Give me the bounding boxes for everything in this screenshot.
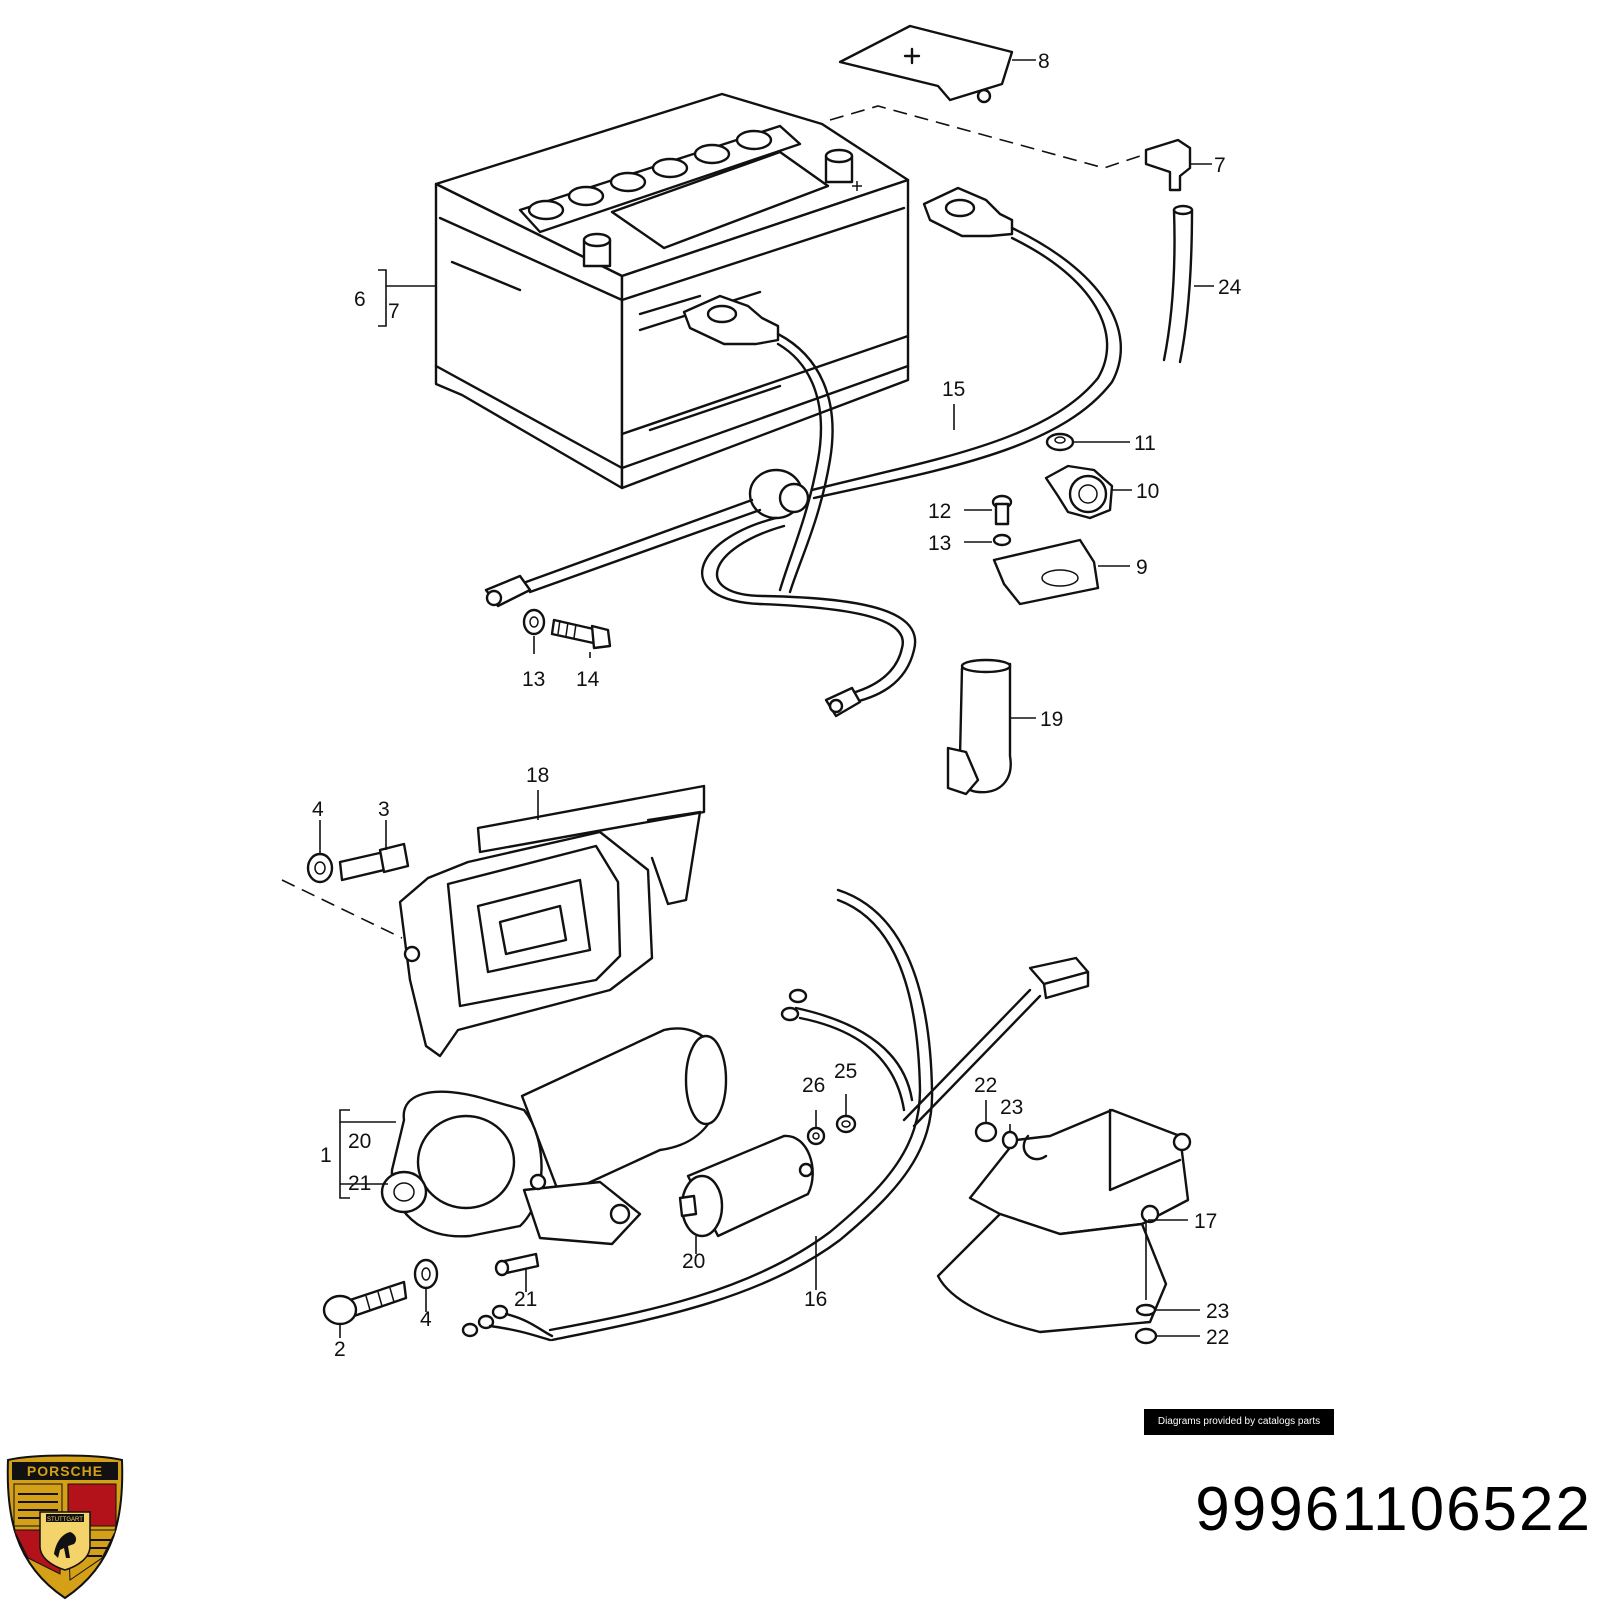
washer-lower xyxy=(413,1258,439,1290)
small-nut-25 xyxy=(835,1114,857,1134)
cable-grommet xyxy=(748,468,810,520)
small-nut-22-lower xyxy=(1134,1327,1158,1345)
small-washer-23-lower xyxy=(1135,1303,1157,1317)
callout-3: 3 xyxy=(378,798,390,821)
battery-terminal-positive xyxy=(824,148,862,191)
callout-24: 24 xyxy=(1218,276,1242,299)
callout-10: 10 xyxy=(1136,480,1159,503)
ring-terminals-lower xyxy=(461,1304,509,1338)
callout-2: 2 xyxy=(334,1338,346,1361)
heat-shield xyxy=(398,784,706,1058)
solenoid xyxy=(678,1134,814,1238)
callout-23: 23 xyxy=(1000,1096,1023,1119)
callout-19: 19 xyxy=(1040,708,1063,731)
part-number: 99961106522 xyxy=(1195,1475,1592,1544)
callout-20: 20 xyxy=(348,1130,371,1153)
harness-plug xyxy=(1028,956,1090,1000)
callout-22: 22 xyxy=(974,1074,997,1097)
bolt xyxy=(550,618,612,650)
callouts: 8 7 24 6 7 15 11 10 12 13 9 13 14 19 18 … xyxy=(312,50,1242,1361)
callout-13: 13 xyxy=(928,532,951,555)
positive-clamp xyxy=(922,186,1014,238)
washer-top xyxy=(306,852,334,884)
small-washer-26 xyxy=(806,1126,826,1146)
terminal-clamp xyxy=(1044,464,1114,520)
porsche-crest-logo: PORSCHE STUTTGART xyxy=(6,1454,124,1600)
bolt-top xyxy=(338,842,410,882)
callout-7-battery: 7 xyxy=(388,300,400,323)
callout-13-lower: 13 xyxy=(522,668,545,691)
ring-terminals-upper xyxy=(780,988,808,1022)
svg-text:PORSCHE: PORSCHE xyxy=(27,1463,103,1479)
callout-17: 17 xyxy=(1194,1210,1217,1233)
battery xyxy=(434,92,910,490)
callout-7: 7 xyxy=(1214,154,1226,177)
small-nut-22-upper xyxy=(974,1121,998,1143)
callout-25: 25 xyxy=(834,1060,857,1083)
long-bolt xyxy=(322,1280,408,1326)
callout-22-lower: 22 xyxy=(1206,1326,1229,1349)
callout-23-lower: 23 xyxy=(1206,1300,1229,1323)
washer xyxy=(522,608,546,636)
vent-elbow xyxy=(1144,138,1192,192)
starter-cover xyxy=(936,1108,1192,1334)
cell-caps xyxy=(527,129,773,221)
small-washer xyxy=(992,533,1012,547)
callout-26: 26 xyxy=(802,1074,825,1097)
callout-4-lower: 4 xyxy=(420,1308,432,1331)
callout-18: 18 xyxy=(526,764,549,787)
leader-lines xyxy=(319,59,1214,1338)
terminal-cover xyxy=(838,24,1014,104)
protective-sleeve xyxy=(946,658,1012,796)
callout-21-screw: 21 xyxy=(514,1288,537,1311)
starter-motor xyxy=(380,1027,728,1246)
callout-8: 8 xyxy=(1038,50,1050,73)
callout-1: 1 xyxy=(320,1144,332,1167)
screw xyxy=(991,494,1013,526)
nut xyxy=(1045,432,1075,452)
svg-text:STUTTGART: STUTTGART xyxy=(47,1517,83,1523)
callout-11: 11 xyxy=(1134,432,1156,455)
mounting-bracket xyxy=(992,538,1100,606)
ground-strap-eyelet xyxy=(484,574,532,608)
callout-20-solenoid: 20 xyxy=(682,1250,705,1273)
cable-eyelet-lower xyxy=(824,686,862,718)
diagram-credit: Diagrams provided by catalogs parts xyxy=(1144,1409,1334,1435)
callout-4: 4 xyxy=(312,798,324,821)
callout-14: 14 xyxy=(576,668,600,691)
battery-terminal-negative xyxy=(582,232,612,268)
callout-15: 15 xyxy=(942,378,965,401)
small-bolt xyxy=(494,1252,540,1277)
callout-12: 12 xyxy=(928,500,951,523)
callout-16: 16 xyxy=(804,1288,827,1311)
callout-21: 21 xyxy=(348,1172,371,1195)
vent-hose xyxy=(1162,204,1194,364)
small-washer-23-upper xyxy=(1001,1130,1019,1150)
callout-9: 9 xyxy=(1136,556,1148,579)
callout-6: 6 xyxy=(354,288,366,311)
